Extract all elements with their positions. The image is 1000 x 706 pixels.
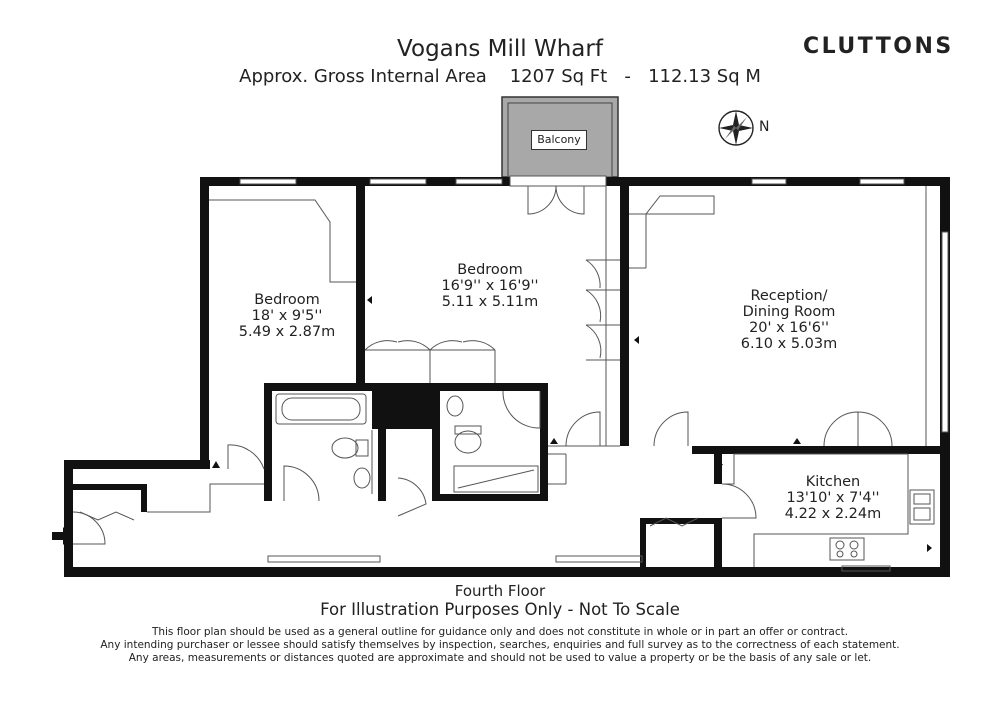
room-imperial: 18' x 9'5'' <box>251 308 323 324</box>
doors <box>72 185 893 545</box>
dimension-markers <box>212 296 932 552</box>
interior-lines <box>79 186 935 572</box>
area-label: Approx. Gross Internal Area <box>239 66 487 87</box>
room-name-line2: Dining Room <box>742 304 836 320</box>
scale-note: For Illustration Purposes Only - Not To … <box>320 600 680 619</box>
area-separator: - <box>624 66 631 87</box>
compass-north-label: N <box>759 119 770 135</box>
room-imperial: 20' x 16'6'' <box>749 320 829 336</box>
compass-icon <box>718 110 754 146</box>
room-name: Bedroom <box>254 292 320 308</box>
room-name: Kitchen <box>805 474 861 490</box>
disclaimer: This floor plan should be used as a gene… <box>0 626 1000 665</box>
windows <box>239 175 949 433</box>
plan-title: Vogans Mill Wharf <box>397 36 603 62</box>
room-metric: 5.11 x 5.11m <box>441 294 539 310</box>
room-metric: 6.10 x 5.03m <box>740 336 838 352</box>
disclaimer-line: Any intending purchaser or lessee should… <box>100 639 900 651</box>
room-label-reception: Reception/ Dining Room 20' x 16'6'' 6.10… <box>724 288 854 352</box>
room-imperial: 16'9'' x 16'9'' <box>441 278 539 294</box>
brand-logo: CLUTTONS <box>803 34 954 59</box>
area-sqft: 1207 Sq Ft <box>509 66 608 87</box>
disclaimer-line: Any areas, measurements or distances quo… <box>128 652 872 664</box>
area-sqm: 112.13 Sq M <box>648 66 761 87</box>
disclaimer-line: This floor plan should be used as a gene… <box>151 626 849 638</box>
room-metric: 5.49 x 2.87m <box>238 324 336 340</box>
room-imperial: 13'10' x 7'4'' <box>786 490 880 506</box>
room-label-bedroom-2: Bedroom 16'9'' x 16'9'' 5.11 x 5.11m <box>425 262 555 310</box>
balcony-label: Balcony <box>531 130 587 150</box>
room-name-line1: Reception/ <box>750 288 828 304</box>
area-summary: Approx. Gross Internal Area 1207 Sq Ft -… <box>0 66 1000 87</box>
floor-label: Fourth Floor <box>454 582 546 600</box>
room-name: Bedroom <box>457 262 523 278</box>
room-metric: 4.22 x 2.24m <box>784 506 882 522</box>
room-label-kitchen: Kitchen 13'10' x 7'4'' 4.22 x 2.24m <box>768 474 898 522</box>
entrance-arrow-icon <box>52 527 72 545</box>
room-label-bedroom-1: Bedroom 18' x 9'5'' 5.49 x 2.87m <box>228 292 346 340</box>
